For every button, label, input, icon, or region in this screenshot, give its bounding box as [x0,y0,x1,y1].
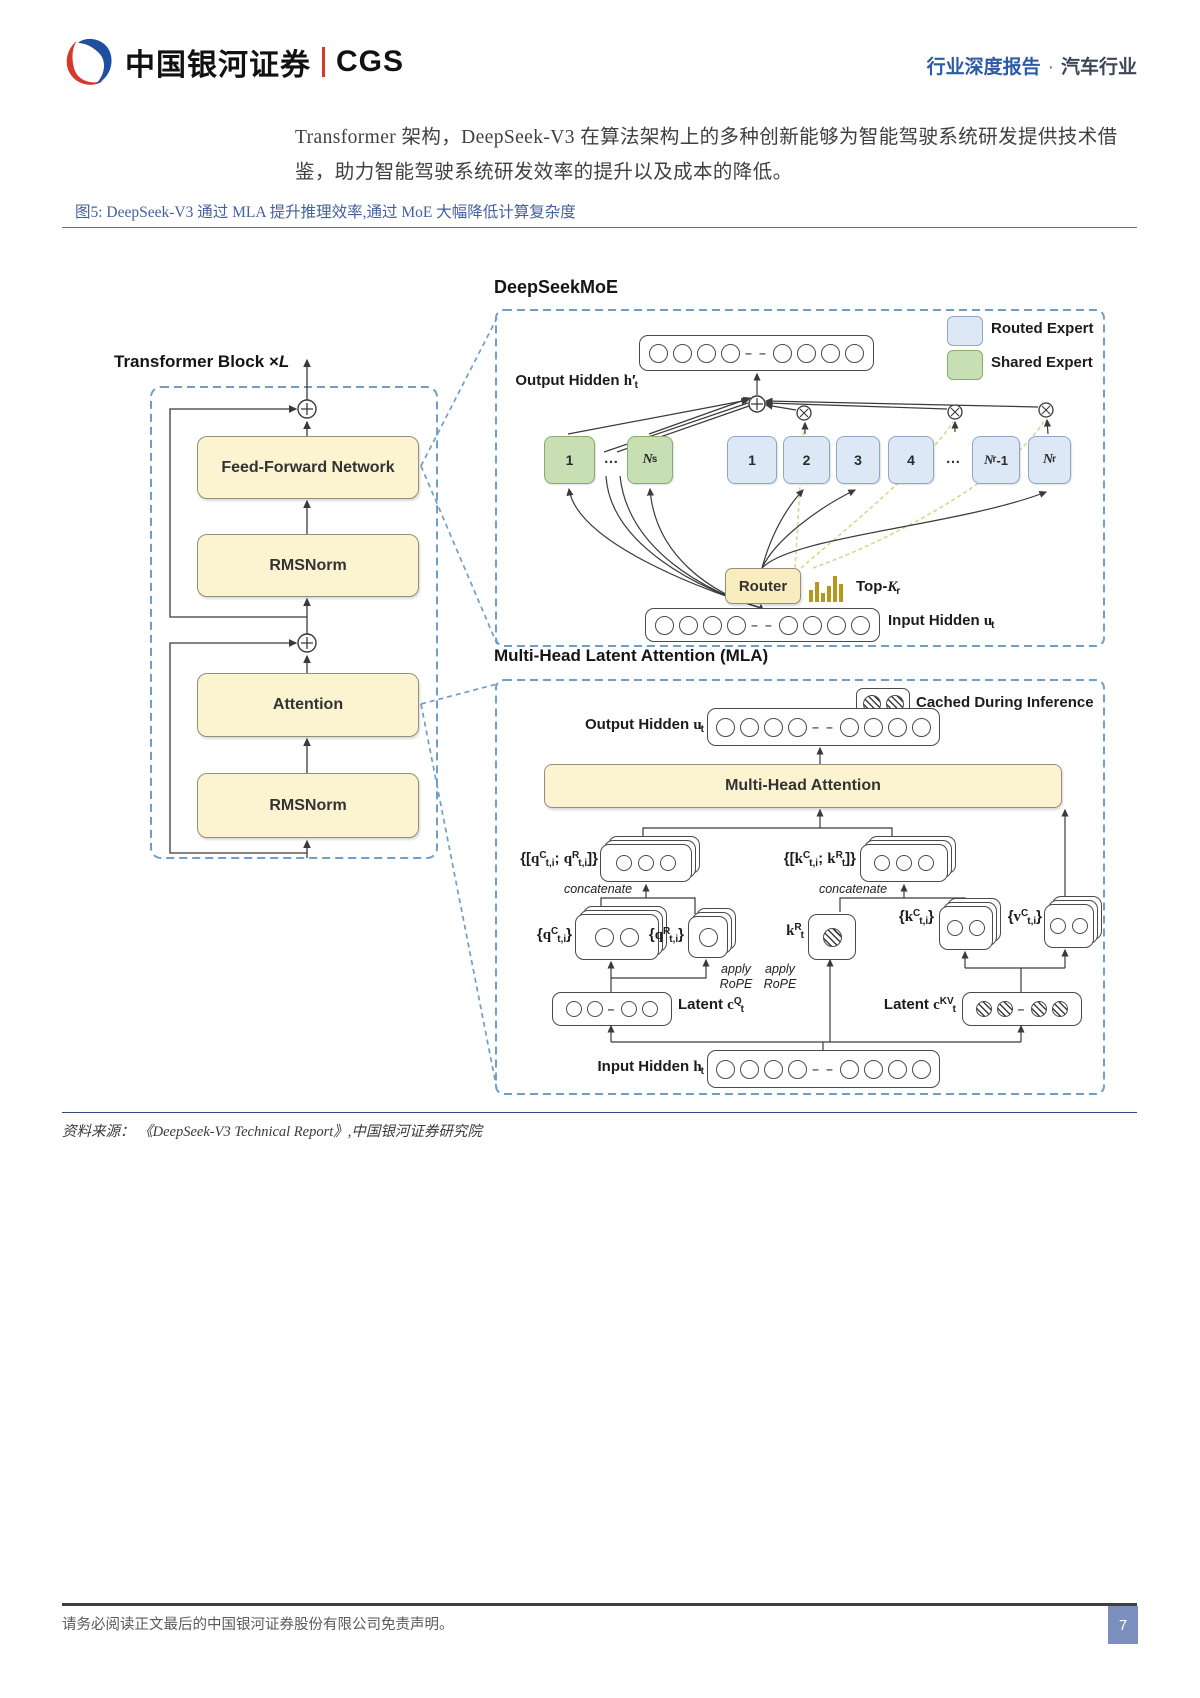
mla-input-row: – – [707,1050,940,1088]
v-c-stack [1044,896,1102,948]
legend-routed-label: Routed Expert [991,320,1094,337]
moe-output-row: – – [639,335,874,371]
source-rule [62,1112,1137,1113]
mla-output-row: – – [707,708,940,746]
q-c-label: {qCt,i} [536,926,572,945]
topk-bars-icon [809,576,843,602]
brand: 中国银河证券 CGS [62,34,404,90]
brand-divider [322,47,325,77]
latent-q-row: – [552,992,672,1026]
concatenate-label-right: concatenate [818,882,888,896]
footer-disclaimer: 请务必阅读正文最后的中国银河证券股份有限公司免责声明。 [62,1617,454,1633]
galaxy-logo-icon [62,36,114,88]
latent-q-label: Latent cQt [678,996,744,1015]
routed-expert-2: 2 [783,436,830,484]
cached-legend-label: Cached During Inference [916,694,1094,711]
topk-label: Top-Kr [856,578,901,597]
shared-expert-1: 1 [544,436,595,484]
k-concat-label: {[kCt,i; kRt]} [783,850,856,869]
k-r-box [808,914,856,960]
concatenate-label-left: concatenate [563,882,633,896]
q-r-label: {qRt,i} [648,926,684,945]
legend-shared-swatch [947,350,983,380]
brand-name-en: CGS [336,45,405,78]
routed-expert-4: 4 [888,436,934,484]
feed-forward-network-block: Feed-Forward Network [197,436,419,499]
q-c-stack [575,906,667,960]
rmsnorm-top-block: RMSNorm [197,534,419,597]
header-right: 行业深度报告 · 汽车行业 [927,52,1137,79]
q-concat-label: {[qCt,i; qRt,i]} [520,850,598,869]
routed-expert-3: 3 [836,436,880,484]
mla-input-label: Input Hidden ht [597,1058,704,1077]
latent-kv-row: – [962,992,1082,1026]
footer-rule [62,1603,1137,1606]
rmsnorm-bottom-block: RMSNorm [197,773,419,838]
moe-output-label: Output Hidden h′t [515,372,638,391]
mla-output-label: Output Hidden ut [585,716,704,735]
shared-experts-dots: … [603,449,619,467]
transformer-title: Transformer Block ×L [114,352,290,371]
legend-shared-label: Shared Expert [991,354,1093,371]
k-r-label: kRt [786,922,804,941]
attention-block: Attention [197,673,419,737]
multi-head-attention-bar: Multi-Head Attention [544,764,1062,808]
body-paragraph-line2: 鉴，助力智能驾驶系统研发效率的提升以及成本的降低。 [295,162,793,183]
moe-input-row: – – [645,608,880,642]
v-c-label: {vCt,i} [1007,908,1042,927]
routed-experts-dots: … [945,449,961,467]
k-concat-stack [860,836,956,882]
figure-caption: 图5: DeepSeek-V3 通过 MLA 提升推理效率,通过 MoE 大幅降… [75,204,576,221]
caption-rule [62,227,1137,228]
latent-kv-label: Latent cKVt [883,996,956,1015]
routed-expert-1: 1 [727,436,777,484]
industry-label: 汽车行业 [1060,57,1137,78]
dot-separator: · [1047,57,1054,78]
k-c-label: {kCt,i} [898,908,934,927]
legend-routed-swatch [947,316,983,346]
mla-title: Multi-Head Latent Attention (MLA) [494,646,769,665]
page-number-badge: 7 [1108,1606,1138,1644]
moe-title: DeepSeekMoE [494,277,619,297]
k-c-stack [939,898,1001,950]
q-r-stack [688,908,736,958]
router-box: Router [725,568,801,604]
report-type-label: 行业深度报告 [926,57,1041,78]
q-concat-stack [600,836,700,882]
body-paragraph-line1: Transformer 架构，DeepSeek-V3 在算法架构上的多种创新能够… [295,127,1118,148]
moe-input-label: Input Hidden ut [888,612,995,631]
brand-name-cn: 中国银河证券 [125,49,311,82]
source-line: 资料来源： 《DeepSeek-V3 Technical Report》,中国银… [62,1124,482,1140]
